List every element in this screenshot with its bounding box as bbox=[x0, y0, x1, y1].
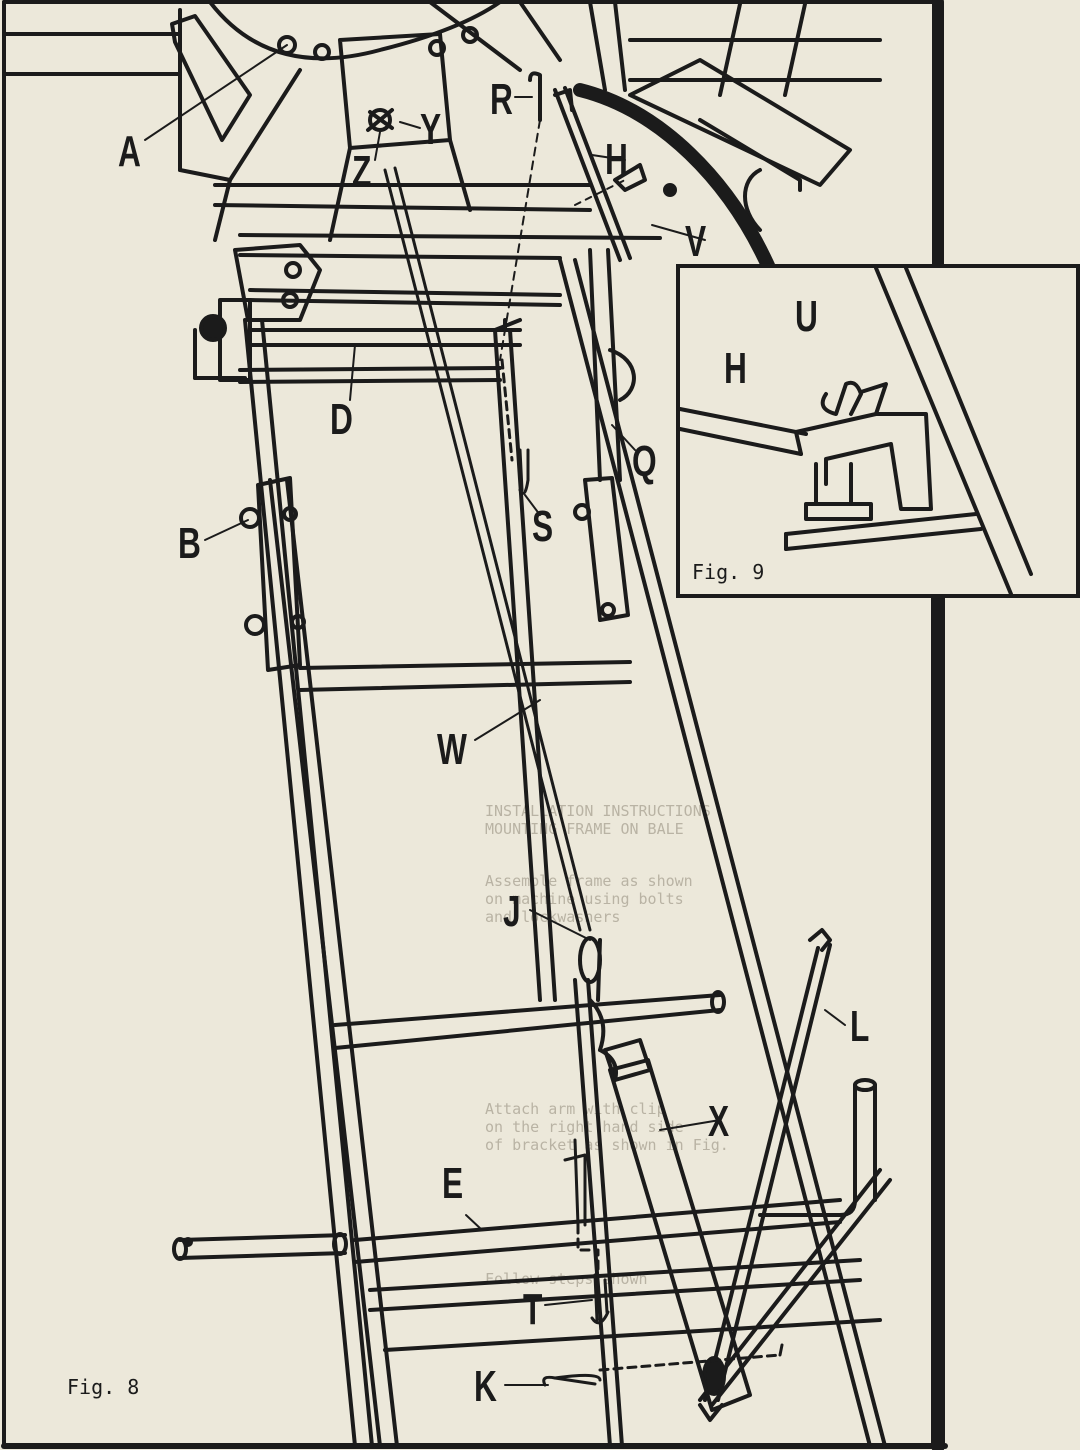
round-plate bbox=[208, 0, 502, 61]
callout-E: E bbox=[442, 1159, 464, 1208]
fig9-caption: Fig. 9 bbox=[692, 560, 765, 584]
callout-S: S bbox=[532, 502, 554, 551]
top-frame bbox=[2, 0, 882, 382]
callout-J: J bbox=[503, 887, 521, 936]
bleed-through-line: of bracket as shown in Fig. bbox=[485, 1136, 729, 1154]
callout-V: V bbox=[685, 217, 707, 266]
callout-B: B bbox=[178, 519, 201, 568]
callout-H: H bbox=[605, 135, 628, 184]
dashed-rod-guide bbox=[499, 119, 541, 361]
pin-clip-K bbox=[542, 1343, 784, 1387]
pin-clip-S bbox=[500, 358, 530, 495]
ladder-rungs bbox=[298, 660, 882, 1352]
left-upper-bracket bbox=[199, 243, 322, 382]
cable-W bbox=[383, 166, 592, 932]
dashed-pin-guide bbox=[574, 179, 626, 206]
left-main-rail bbox=[239, 318, 399, 1448]
fig8-caption: Fig. 8 bbox=[67, 1375, 140, 1399]
top-crossbars bbox=[193, 183, 662, 384]
callout-A: A bbox=[118, 127, 141, 176]
bleed-through-line: Assemble frame as shown bbox=[485, 872, 693, 890]
rod-H bbox=[528, 71, 677, 262]
callout-X: X bbox=[708, 1097, 730, 1146]
callout-K: K bbox=[474, 1362, 497, 1411]
callout-Q: Q bbox=[632, 437, 657, 486]
callout-H-inset: H bbox=[724, 344, 747, 393]
bracket-X bbox=[603, 1038, 752, 1412]
leader-lines bbox=[144, 44, 846, 1386]
callout-U: U bbox=[795, 292, 818, 341]
center-bracket bbox=[328, 32, 472, 242]
turnbuckle-J bbox=[578, 936, 618, 1082]
bleed-through-line: MOUNTING FRAME ON BALE bbox=[485, 820, 684, 838]
axle-E bbox=[172, 1232, 348, 1261]
fig9-inset bbox=[676, 264, 1080, 598]
callout-T: T bbox=[523, 1285, 543, 1334]
left-hinge-plate bbox=[170, 14, 302, 242]
callout-Z: Z bbox=[352, 147, 372, 196]
pin-clip-T bbox=[563, 1138, 610, 1325]
callout-W: W bbox=[437, 725, 467, 774]
callout-R: R bbox=[490, 75, 513, 124]
curved-belt bbox=[573, 83, 777, 277]
callout-L: L bbox=[850, 1002, 870, 1051]
right-wing-plate bbox=[628, 58, 852, 232]
callout-Y: Y bbox=[420, 105, 442, 154]
callout-D: D bbox=[330, 395, 353, 444]
